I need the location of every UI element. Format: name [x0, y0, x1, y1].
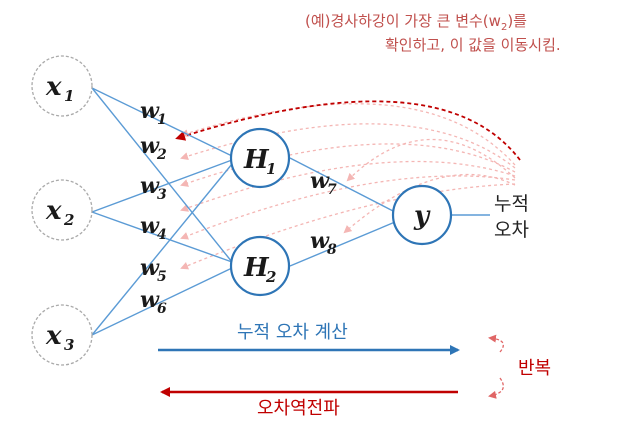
svg-text:1: 1: [266, 160, 276, 178]
svg-text:2: 2: [63, 211, 74, 229]
weight-labels: w1 w2 w3 w4 w5 w6 w7 w8: [140, 98, 337, 317]
svg-text:2: 2: [156, 147, 167, 163]
cumulative-error-label-1: 누적: [494, 193, 529, 215]
annotation-line1: (예)경사하강이 가장 큰 변수(w2)를: [305, 12, 527, 33]
svg-text:1: 1: [64, 87, 74, 105]
svg-text:H: H: [243, 145, 270, 175]
svg-text:w: w: [140, 98, 160, 124]
weight-w5: w5: [140, 255, 167, 285]
weight-w6: w6: [140, 287, 167, 317]
cumulative-error-label-2: 오차: [494, 219, 529, 241]
svg-text:x: x: [45, 72, 62, 102]
svg-text:5: 5: [157, 269, 167, 285]
hidden-node-h1: H 1: [229, 127, 291, 189]
svg-text:x: x: [45, 321, 62, 351]
backward-label: 오차역전파: [257, 398, 340, 419]
input-node-x1: x 1: [31, 55, 93, 117]
weight-w8: w8: [310, 228, 337, 258]
svg-text:w: w: [140, 255, 160, 281]
weight-w2: w2: [140, 133, 167, 163]
hidden-output-edges: [289, 157, 490, 267]
repeat-arc-bottom: [488, 377, 504, 399]
svg-text:3: 3: [157, 187, 167, 203]
repeat-label: 반복: [518, 358, 551, 379]
hidden-node-h2: H 2: [229, 235, 291, 297]
svg-text:w: w: [140, 287, 160, 313]
weight-w3: w3: [140, 173, 167, 203]
svg-text:w: w: [140, 133, 160, 159]
svg-text:8: 8: [327, 242, 337, 258]
gradient-arcs: [180, 103, 516, 270]
svg-text:w: w: [310, 228, 330, 254]
svg-text:y: y: [413, 201, 431, 231]
svg-text:H: H: [243, 253, 270, 283]
svg-text:w: w: [140, 213, 160, 239]
svg-text:2: 2: [265, 268, 276, 286]
svg-text:4: 4: [157, 227, 167, 243]
weight-w7: w7: [310, 168, 337, 198]
svg-text:7: 7: [327, 182, 337, 198]
input-node-x3: x 3: [31, 304, 93, 366]
weight-w1: w1: [140, 98, 167, 128]
weight-w4: w4: [140, 213, 167, 243]
svg-text:w: w: [310, 168, 330, 194]
annotation-line2: 확인하고, 이 값을 이동시킴.: [385, 36, 561, 54]
svg-text:6: 6: [157, 301, 167, 317]
svg-text:1: 1: [157, 112, 167, 128]
input-node-x2: x 2: [31, 179, 93, 241]
highlight-arc: [175, 100, 521, 161]
repeat-arc-top: [488, 334, 504, 353]
input-hidden-edges: [91, 87, 233, 336]
forward-label: 누적 오차 계산: [237, 322, 348, 343]
svg-text:3: 3: [64, 336, 74, 354]
svg-text:w: w: [140, 173, 160, 199]
svg-text:x: x: [45, 196, 62, 226]
output-node-y: y: [391, 184, 453, 246]
